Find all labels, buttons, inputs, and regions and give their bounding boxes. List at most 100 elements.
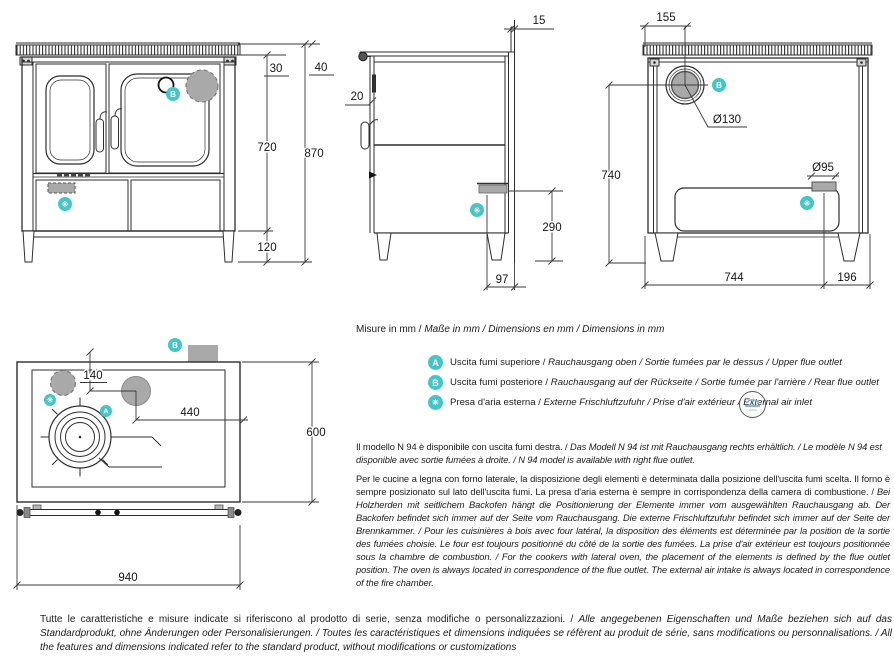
handle-hook	[99, 111, 108, 120]
dim-label-97: 97	[496, 274, 509, 286]
air-inlet-opening	[811, 181, 837, 192]
dim-label-40: 40	[315, 62, 328, 74]
legend-badge-air: ✳	[428, 395, 443, 410]
legend-text-rear-flue: Uscita fumi posteriore / Rauchausgang au…	[450, 377, 879, 388]
oven-door-window	[120, 73, 210, 167]
top-rail	[15, 44, 241, 56]
cooking-rings	[48, 405, 112, 469]
air-inlet-badge-symbol: ✳	[62, 200, 69, 209]
cooktop-outline	[16, 361, 242, 518]
front-stove-outline	[15, 42, 241, 263]
legend-text-italic: Rauchausgang oben / Sortie fumées par le…	[548, 357, 842, 368]
dim-label-940: 940	[118, 572, 137, 584]
top-dimensions: 140 440 600 940	[13, 348, 327, 590]
air-inlet-duct	[478, 184, 508, 194]
firebox-door-window	[45, 75, 95, 165]
handle-hook	[114, 108, 123, 117]
upper-flue-badge: A	[100, 405, 112, 417]
units-note-italic: Maße in mm / Dimensions en mm / Dimensio…	[424, 324, 665, 335]
rear-flue-dashed-circle	[185, 69, 219, 103]
dim-label-15: 15	[533, 15, 546, 27]
back-view-drawing: B ✳ 155 Ø130 740 Ø95 744 196	[600, 11, 874, 289]
front-view-drawing: B ✳ 30 40 720 870 120	[15, 40, 334, 266]
rear-flue-badge-letter: B	[170, 90, 176, 99]
dim-label-120: 120	[257, 242, 276, 254]
air-inlet-badge-symbol: ✳	[47, 396, 54, 405]
oven-back-panel	[674, 187, 840, 232]
air-inlet-badge: ✳	[800, 196, 814, 210]
towel-rail	[16, 504, 242, 518]
legend-item-air-inlet: ✳ Presa d'aria esterna / Externe Frischl…	[428, 395, 812, 410]
dim-label-600: 600	[306, 427, 325, 439]
cooktop	[16, 361, 241, 503]
units-note: Misure in mm / Maße in mm / Dimensions e…	[356, 324, 664, 335]
legend-text-upper-flue: Uscita fumi superiore / Rauchausgang obe…	[450, 357, 842, 368]
dim-label-720: 720	[257, 142, 276, 154]
side-view-drawing: ✳ 15 20 290 97	[345, 14, 563, 291]
legend-text-italic: Rauchausgang auf der Rückseite / Sortie …	[550, 377, 879, 388]
side-leg-back	[486, 232, 506, 261]
dim-label-155: 155	[656, 12, 675, 24]
model-note-italic: Das Modell N 94 ist mit Rauchausgang rec…	[356, 442, 882, 465]
rear-flue-badge: B	[168, 338, 182, 352]
air-inlet-dashed-rect	[47, 182, 76, 194]
air-inlet-badge: ✳	[44, 394, 56, 406]
units-note-regular: Misure in mm /	[356, 324, 425, 335]
legend-text-regular: Uscita fumi superiore /	[450, 357, 549, 368]
control-knob	[358, 51, 368, 62]
legend-text-italic: Externe Frischluftzufuhr / Prise d'air e…	[543, 397, 812, 408]
front-leg-left	[22, 230, 35, 263]
dim-label-140: 140	[83, 370, 102, 382]
back-stove-outline	[642, 42, 873, 262]
rear-flue-badge: B	[166, 87, 180, 101]
legend-text-regular: Uscita fumi posteriore /	[450, 377, 551, 388]
air-inlet-badge-symbol: ✳	[804, 199, 811, 208]
front-dimensions: 30 40 720 870 120	[238, 40, 334, 266]
front-leg-right	[222, 230, 235, 263]
external-air-logo-icon	[739, 391, 766, 418]
latch-arrow	[369, 171, 377, 179]
upper-flue-badge-letter: A	[103, 407, 109, 416]
firebox-door-handle	[95, 118, 104, 153]
dim-label-flue-diameter: Ø130	[713, 114, 741, 126]
dim-label-870: 870	[304, 148, 323, 160]
dim-label-740: 740	[601, 170, 620, 182]
legend-badge-b: B	[428, 375, 443, 390]
layout-note-italic: Bei Holzherden mit seitlichem Backofen h…	[356, 487, 890, 588]
rear-flue-stub	[188, 345, 218, 362]
air-inlet-badge: ✳	[58, 197, 72, 211]
layout-note: Per le cucine a legna con forno laterale…	[356, 473, 890, 590]
legend-text-regular: Presa d'aria esterna /	[450, 397, 544, 408]
top-view-drawing: B A ✳ 140 440 600 940	[13, 338, 327, 590]
legend-item-upper-flue: A Uscita fumi superiore / Rauchausgang o…	[428, 355, 842, 370]
air-inlet-badge-symbol: ✳	[474, 206, 481, 215]
legend-text-air-inlet: Presa d'aria esterna / Externe Frischluf…	[450, 397, 812, 408]
side-dimensions: 15 20 290 97	[345, 14, 563, 291]
drawer-right	[130, 179, 221, 232]
model-availability-note: Il modello N 94 è disponibile con uscita…	[356, 441, 890, 467]
air-inlet-badge: ✳	[470, 203, 484, 217]
rear-flue-badge: B	[712, 78, 726, 92]
dim-label-744: 744	[724, 272, 744, 284]
dim-label-440: 440	[180, 407, 199, 419]
back-leg-left	[654, 232, 679, 262]
side-leg-front	[376, 232, 392, 261]
model-note-regular: Il modello N 94 è disponibile con uscita…	[356, 442, 571, 452]
top-rail	[642, 44, 873, 56]
dim-label-196: 196	[837, 272, 856, 284]
disclaimer-regular: Tutte le caratteristiche e misure indica…	[40, 614, 579, 625]
disclaimer-italic: Alle angegebenen Eigenschaften und Maße …	[40, 614, 892, 653]
rear-flue-badge-letter: B	[716, 81, 722, 90]
back-leg-right	[837, 232, 861, 262]
disclaimer: Tutte le caratteristiche e misure indica…	[40, 613, 892, 655]
dim-label-air-diameter: Ø95	[812, 162, 834, 174]
layout-note-regular: Per le cucine a legna con forno laterale…	[356, 474, 890, 497]
dim-label-20: 20	[351, 91, 364, 103]
rear-flue-badge-letter: B	[172, 341, 178, 350]
dim-label-30: 30	[270, 63, 283, 75]
back-dimensions: 155 Ø130 740 Ø95 744 196	[600, 11, 874, 289]
air-inlet-dashed-circle	[49, 369, 77, 397]
damper-lever	[372, 74, 376, 93]
side-stove-outline	[358, 20, 515, 263]
legend-item-rear-flue: B Uscita fumi posteriore / Rauchausgang …	[428, 375, 879, 390]
